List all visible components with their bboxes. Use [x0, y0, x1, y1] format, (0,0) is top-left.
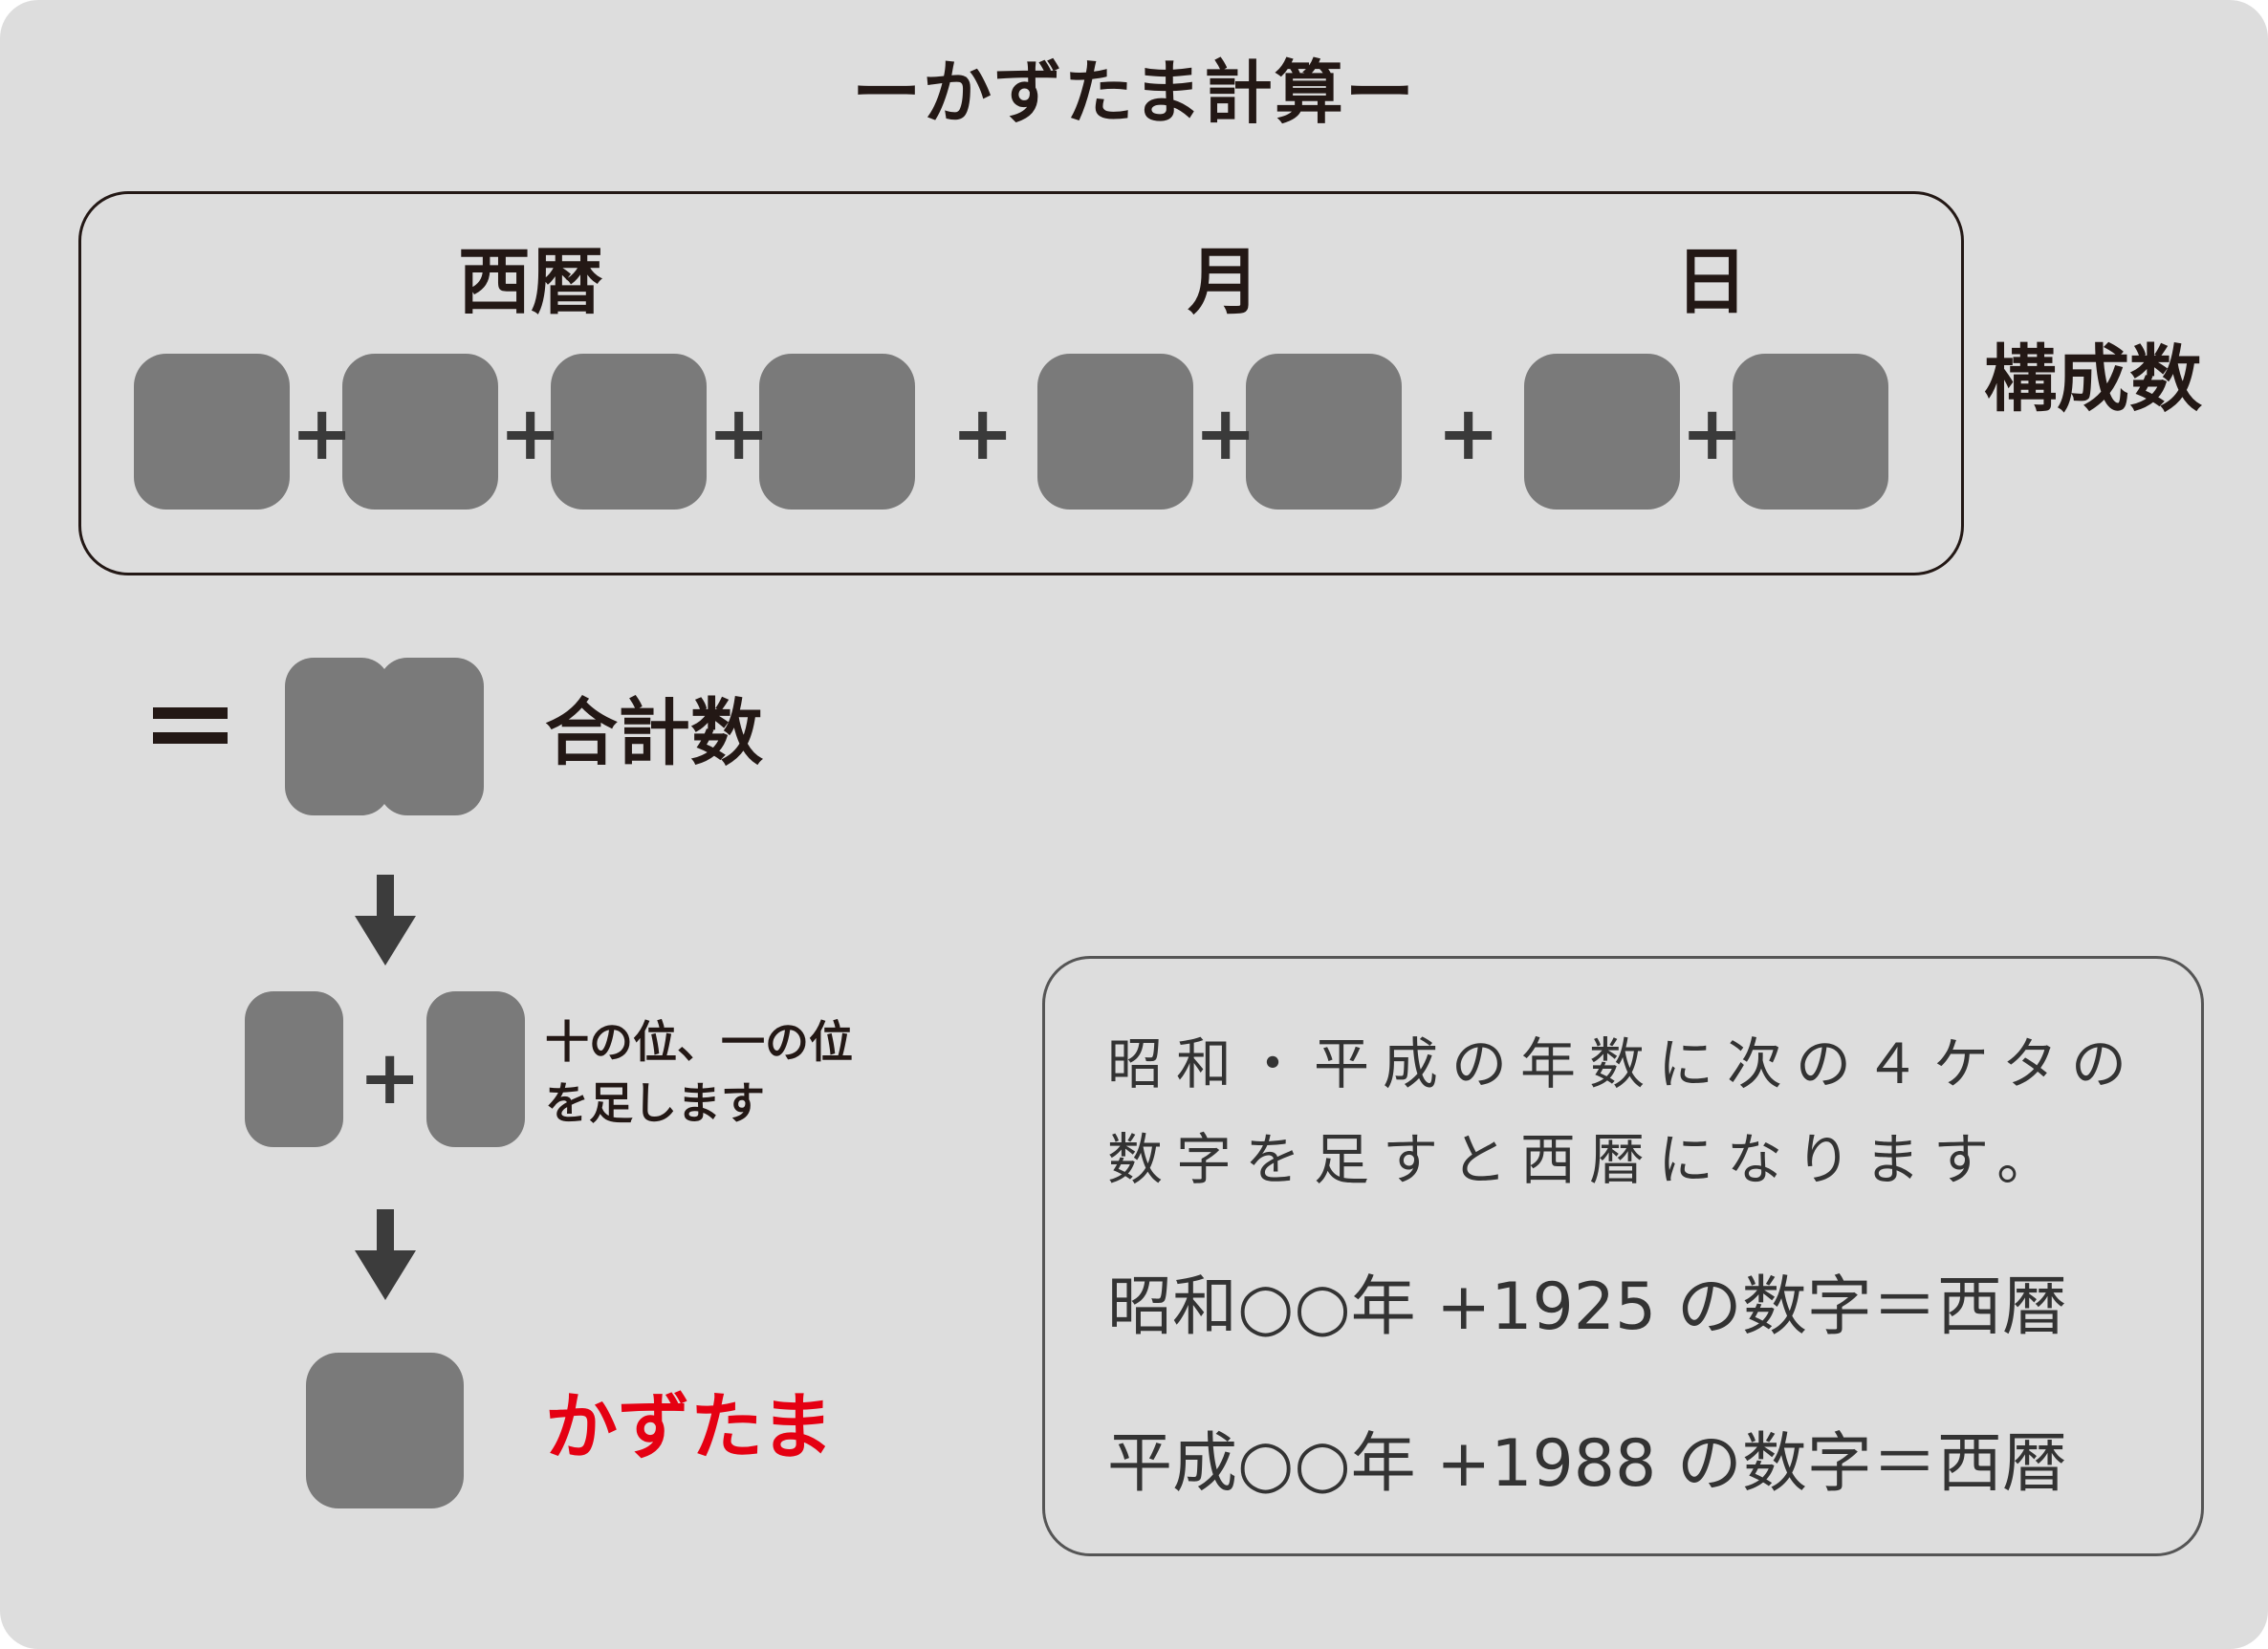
down-arrow-icon — [355, 1250, 416, 1300]
down-arrow-shaft — [377, 1209, 394, 1253]
equals-sign-top — [153, 707, 228, 719]
plus-sign: + — [951, 391, 1014, 477]
kazutama-label: かずたま — [545, 1384, 834, 1469]
day-digit-slot-1 — [1524, 354, 1680, 510]
equals-sign-bottom — [153, 732, 228, 744]
plus-sign: + — [1681, 391, 1744, 477]
info-text-line-2: 数字を足すと西暦になります。 — [1107, 1127, 2066, 1192]
day-label: 日 — [1675, 239, 1748, 324]
year-label: 西暦 — [458, 239, 603, 324]
digits-note-line-1: 十の位、一の位 — [545, 1016, 853, 1068]
sum-label: 合計数 — [545, 690, 763, 775]
plus-sign: + — [291, 391, 354, 477]
plus-sign: + — [1437, 391, 1500, 477]
year-digit-slot-1 — [134, 354, 290, 510]
plus-sign: + — [708, 391, 771, 477]
plus-sign: + — [359, 1035, 422, 1121]
info-box — [1042, 956, 2204, 1556]
components-side-label: 構成数 — [1984, 336, 2202, 422]
down-arrow-icon — [355, 916, 416, 966]
ones-digit-slot — [426, 991, 525, 1147]
year-digit-slot-4 — [759, 354, 915, 510]
month-digit-slot-1 — [1037, 354, 1193, 510]
kazutama-slot — [306, 1353, 464, 1508]
sum-ones-slot — [379, 658, 484, 815]
tens-digit-slot — [245, 991, 343, 1147]
plus-sign: + — [499, 391, 562, 477]
info-text-line-1: 昭和・平成の年数に次の４ケタの — [1107, 1031, 2141, 1096]
month-digit-slot-2 — [1246, 354, 1402, 510]
day-digit-slot-2 — [1733, 354, 1888, 510]
down-arrow-shaft — [377, 875, 394, 919]
month-label: 月 — [1188, 239, 1260, 324]
components-frame — [78, 191, 1964, 575]
digits-note-line-2: を足します — [545, 1077, 765, 1129]
diagram-title: ーかずたま計算ー — [852, 52, 1416, 133]
plus-sign: + — [1194, 391, 1257, 477]
sum-tens-slot — [285, 658, 390, 815]
showa-formula: 昭和○○年 +1925 の数字＝西暦 — [1107, 1269, 2067, 1345]
year-digit-slot-2 — [342, 354, 498, 510]
heisei-formula: 平成○○年 +1988 の数字＝西暦 — [1107, 1426, 2067, 1502]
year-digit-slot-3 — [551, 354, 707, 510]
